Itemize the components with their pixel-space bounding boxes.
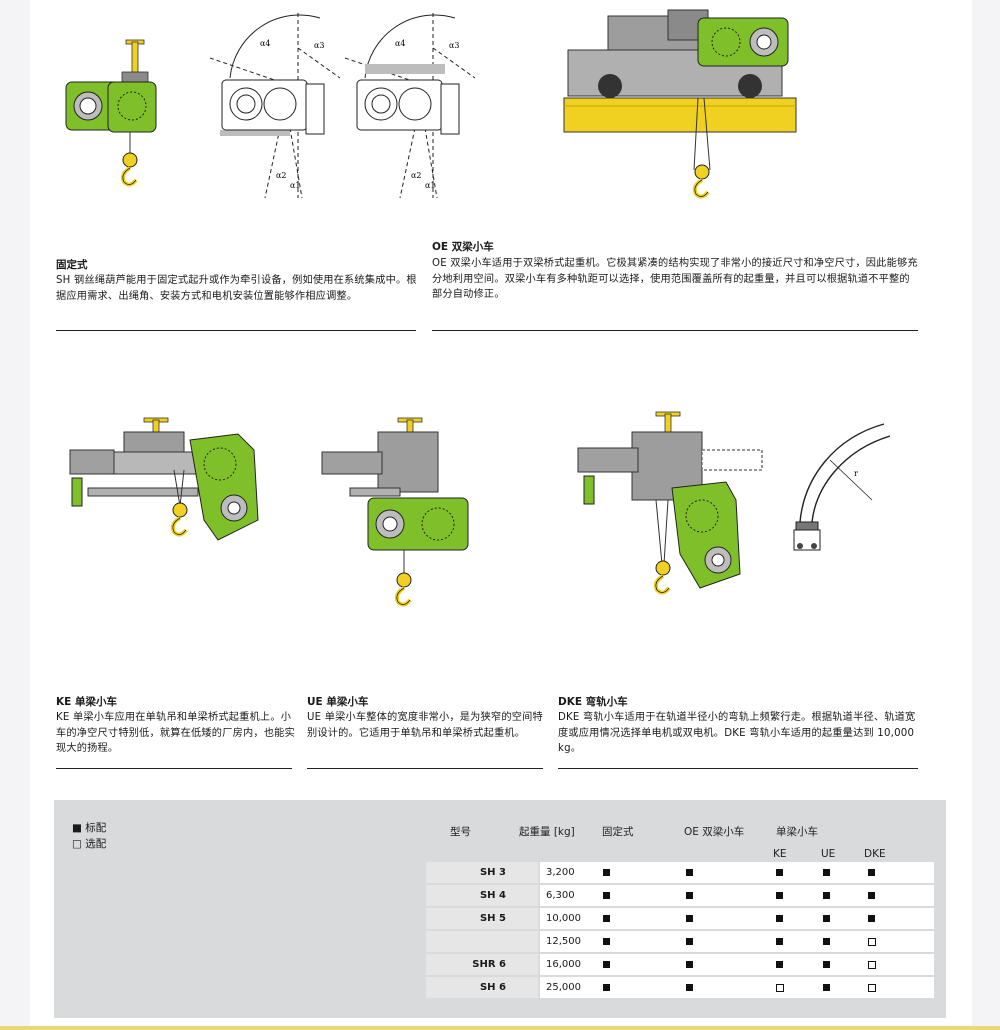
model-cell: SH 6: [426, 977, 538, 998]
alpha1-label: α1: [425, 181, 436, 190]
standard-mark-ue: [823, 892, 830, 899]
divider: [558, 768, 918, 769]
alpha2-label: α2: [411, 171, 422, 180]
standard-mark-ue: [823, 915, 830, 922]
standard-mark-ke: [776, 961, 783, 968]
standard-mark-dke: [868, 892, 875, 899]
optional-mark-dke: [868, 938, 876, 946]
ke-body: KE 单梁小车应用在单轨吊和单梁桥式起重机上。小车的净空尺寸特别低，就算在低矮的…: [56, 712, 295, 754]
table-row: SH 4 6,300: [426, 885, 934, 906]
spec-table: ■ 标配 □ 选配 型号 起重量 [kg] 固定式 OE 双梁小车 单梁小车 K…: [54, 800, 946, 1018]
header-single-girder: 单梁小车: [776, 826, 818, 838]
divider: [307, 768, 543, 769]
header-model: 型号: [450, 826, 471, 838]
row-band: [540, 885, 934, 906]
curved-rail-diagram: r: [793, 423, 891, 551]
model-cell: SH 3: [426, 862, 538, 883]
standard-mark-fixed: [603, 984, 610, 991]
dke-title: DKE 弯轨小车: [558, 696, 628, 708]
standard-mark-ue: [823, 938, 830, 945]
ue-body: UE 单梁小车整体的宽度非常小，是为狭窄的空间特别设计的。它适用于单轨吊和单梁桥…: [307, 712, 543, 739]
radius-label: r: [854, 469, 858, 478]
document-page: α4 α3 α2 α1 α4 α3 α2 α1: [30, 0, 972, 1030]
model-cell: SHR 6: [426, 954, 538, 975]
standard-mark-fixed: [603, 938, 610, 945]
model-cell: SH 5: [426, 908, 538, 929]
standard-mark-ue: [823, 961, 830, 968]
capacity-cell: 25,000: [546, 982, 581, 993]
standard-mark-ue: [823, 869, 830, 876]
standard-mark-oe: [686, 915, 693, 922]
header-ke: KE: [773, 848, 787, 860]
header-oe: OE 双梁小车: [684, 826, 745, 838]
divider: [432, 330, 918, 331]
optional-mark-dke: [868, 961, 876, 969]
row-band: [540, 862, 934, 883]
standard-mark-ke: [776, 892, 783, 899]
alpha1-label: α1: [290, 181, 301, 190]
row-band: [540, 954, 934, 975]
capacity-cell: 16,000: [546, 959, 581, 970]
alpha2-label: α2: [276, 171, 287, 180]
capacity-cell: 10,000: [546, 913, 581, 924]
capacity-cell: 3,200: [546, 867, 575, 878]
header-ue: UE: [821, 848, 836, 860]
standard-mark-fixed: [603, 915, 610, 922]
divider: [56, 768, 292, 769]
standard-mark-fixed: [603, 892, 610, 899]
standard-mark-oe: [686, 892, 693, 899]
standard-mark-oe: [686, 938, 693, 945]
ke-title: KE 单梁小车: [56, 696, 117, 708]
standard-mark-fixed: [603, 869, 610, 876]
table-row: SH 5 10,000: [426, 908, 934, 929]
legend-standard: ■ 标配: [72, 822, 107, 834]
row-band: [540, 908, 934, 929]
oe-trolley-illustration: [563, 9, 797, 199]
row-band: [540, 977, 934, 998]
header-capacity: 起重量 [kg]: [519, 826, 575, 838]
fixed-title: 固定式: [56, 259, 88, 271]
oe-title: OE 双梁小车: [432, 241, 494, 253]
alpha4-label: α4: [260, 39, 271, 48]
model-cell: SH 4: [426, 885, 538, 906]
standard-mark-oe: [686, 961, 693, 968]
standard-mark-dke: [868, 915, 875, 922]
page-edge: [0, 1026, 1000, 1030]
standard-mark-ue: [823, 984, 830, 991]
optional-mark-ke: [776, 984, 784, 992]
ue-trolley-illustration: [321, 417, 469, 607]
table-row: SHR 6 16,000: [426, 954, 934, 975]
standard-mark-ke: [776, 915, 783, 922]
standard-mark-oe: [686, 869, 693, 876]
alpha3-label: α3: [314, 41, 325, 50]
table-row: SH 6 25,000: [426, 977, 934, 998]
oe-body: OE 双梁小车适用于双梁桥式起重机。它极其紧凑的结构实现了非常小的接近尺寸和净空…: [432, 258, 918, 300]
capacity-cell: 6,300: [546, 890, 575, 901]
ue-title: UE 单梁小车: [307, 696, 369, 708]
alpha4-label: α4: [395, 39, 406, 48]
model-cell: [426, 931, 538, 952]
ke-trolley-illustration: [69, 417, 259, 541]
table-row: 12,500: [426, 931, 934, 952]
standard-mark-fixed: [603, 961, 610, 968]
alpha3-label: α3: [449, 41, 460, 50]
header-dke: DKE: [864, 848, 886, 860]
row-band: [540, 931, 934, 952]
divider: [56, 330, 416, 331]
table-row: SH 3 3,200: [426, 862, 934, 883]
legend-optional: □ 选配: [72, 838, 107, 850]
angle-diagram-right: α4 α3 α2 α1: [344, 13, 476, 199]
dke-body: DKE 弯轨小车适用于在轨道半径小的弯轨上频繁行走。根据轨道半径、轨道宽度或应用…: [558, 712, 916, 754]
standard-mark-oe: [686, 984, 693, 991]
header-fixed: 固定式: [602, 826, 634, 838]
fixed-body: SH 钢丝绳葫芦能用于固定式起升或作为牵引设备，例如使用在系统集成中。根据应用需…: [56, 275, 417, 302]
fixed-hoist-illustration: [65, 39, 157, 187]
optional-mark-dke: [868, 984, 876, 992]
standard-mark-dke: [868, 869, 875, 876]
dke-trolley-illustration: [577, 411, 763, 595]
angle-diagram-left: α4 α3 α2 α1: [209, 13, 341, 199]
standard-mark-ke: [776, 869, 783, 876]
capacity-cell: 12,500: [546, 936, 581, 947]
standard-mark-ke: [776, 938, 783, 945]
